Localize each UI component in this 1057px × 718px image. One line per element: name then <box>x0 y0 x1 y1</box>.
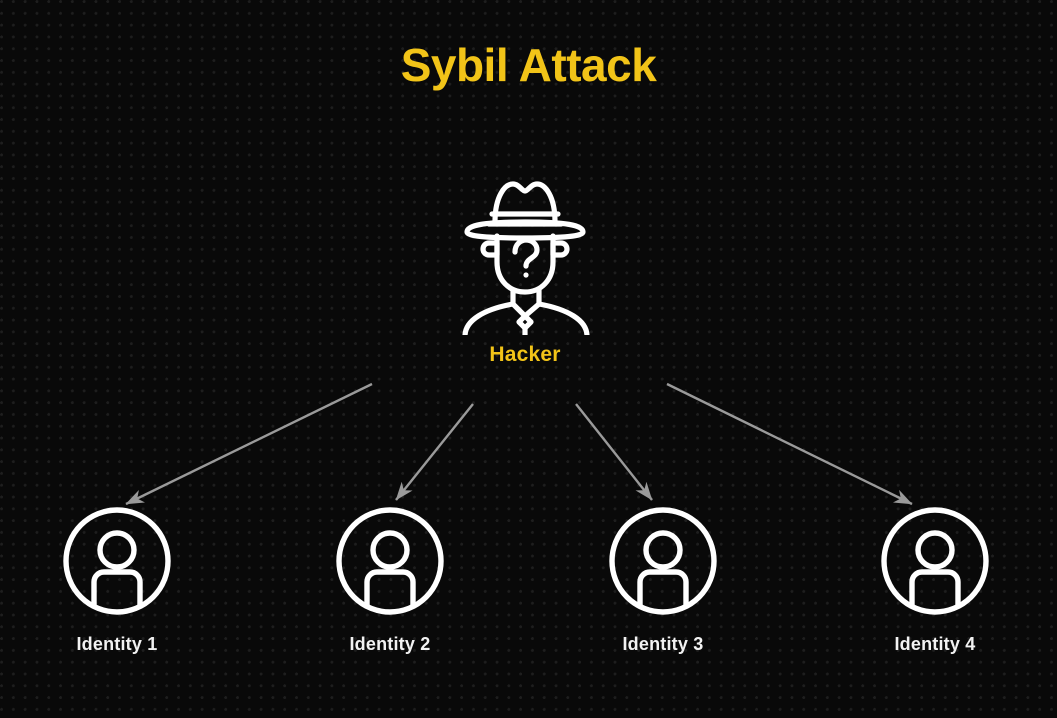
user-avatar-icon <box>840 502 1030 620</box>
arrow-hacker-to-identity-4 <box>666 382 913 506</box>
identity-label: Identity 3 <box>622 634 704 654</box>
user-avatar-icon <box>295 502 485 620</box>
hacker-label: Hacker <box>489 343 561 366</box>
identity-label: Identity 1 <box>76 634 158 654</box>
identity-label: Identity 2 <box>349 634 431 654</box>
page-title: Sybil Attack <box>400 39 657 91</box>
node-identity-2[interactable]: Identity 2 <box>295 502 485 655</box>
arrow-hacker-to-identity-2 <box>395 403 474 501</box>
arrow-hacker-to-identity-3 <box>575 403 653 501</box>
node-identity-1[interactable]: Identity 1 <box>22 502 212 655</box>
node-hacker[interactable]: Hacker <box>425 170 625 385</box>
node-identity-4[interactable]: Identity 4 <box>840 502 1030 655</box>
node-identity-3[interactable]: Identity 3 <box>568 502 758 655</box>
user-avatar-icon <box>568 502 758 620</box>
user-avatar-icon <box>22 502 212 620</box>
arrow-hacker-to-identity-1 <box>125 382 373 506</box>
hacker-detective-icon <box>425 170 625 335</box>
identity-label: Identity 4 <box>894 634 976 654</box>
